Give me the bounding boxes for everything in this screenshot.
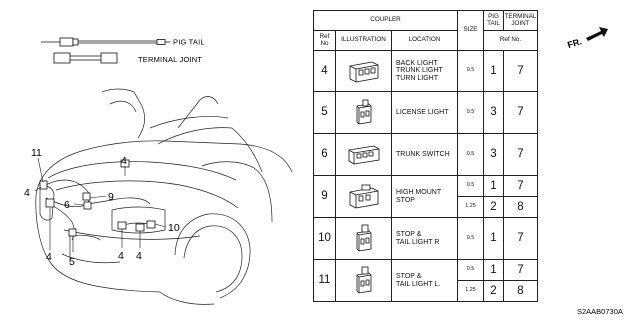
car-body-outline (35, 88, 293, 305)
pig-tail-ref: 1 (483, 50, 504, 92)
header-location: LOCATION (391, 30, 458, 51)
header-pig-tail: PIG TAIL (483, 10, 504, 31)
terminal-joint-ref: 7 (503, 175, 538, 197)
coupler-table: COUPLER SIZE PIG TAIL TERMINAL JOINT Ref… (313, 10, 538, 302)
location: BACK LIGHT TRUNK LIGHT TURN LIGHT (391, 50, 458, 92)
table-row: 6 TRUNK SWITCH 0.5 3 7 (313, 133, 538, 176)
table-row: 11 STOP & TAIL LIGHT L. 0.5 1 7 (313, 259, 538, 302)
terminal-joint-ref: 7 (503, 91, 538, 134)
table-row: 1.25 2 8 (314, 280, 538, 302)
ref-number: 11 (313, 259, 336, 302)
terminal-joint-ref: 7 (503, 217, 538, 260)
direction-label: FR. (566, 36, 583, 50)
wire-size: 0.5 (457, 217, 484, 260)
front-arrow-icon (586, 27, 608, 41)
wire-size: 0.5 (457, 259, 484, 281)
pig-tail-symbol (41, 37, 170, 47)
terminal-joint-ref: 7 (503, 50, 538, 92)
pig-tail-ref: 3 (483, 133, 504, 176)
header-coupler: COUPLER (313, 10, 458, 31)
location: LICENSE LIGHT (391, 91, 458, 134)
pig-tail-ref: 3 (483, 91, 504, 134)
table-row: 10 STOP & TAIL LIGHT R 0.5 1 7 (313, 217, 538, 260)
ref-number: 6 (313, 133, 336, 176)
coupler-illustration (335, 259, 392, 302)
pig-tail-ref: 1 (483, 217, 504, 260)
wire-size: 0.5 (457, 50, 484, 92)
header-illustration: ILLUSTRATION (335, 30, 392, 51)
table-row: 4 BACK LIGHT TRUNK LIGHT TURN LIGHT 0.5 … (313, 50, 538, 92)
pig-tail-label: PIG TAIL (173, 38, 205, 47)
pig-tail-ref: 2 (483, 280, 504, 302)
terminal-joint-label: TERMINAL JOINT (138, 55, 202, 64)
coupler-icon (356, 224, 371, 251)
wire-size: 0.5 (457, 175, 484, 197)
callout-11: 11 (31, 147, 42, 159)
wire-size: 1.25 (457, 280, 484, 302)
callout-4-lower-middle: 4 (118, 250, 124, 262)
coupler-icon (348, 145, 379, 164)
terminal-joint-ref: 8 (503, 280, 538, 302)
table-row: 9 HIGH MOUNT STOP 0.5 1 7 (313, 175, 538, 218)
coupler-icon (349, 184, 378, 208)
location: HIGH MOUNT STOP (391, 175, 458, 218)
ref-number: 9 (313, 175, 336, 218)
coupler-illustration (335, 91, 392, 134)
location: TRUNK SWITCH (391, 133, 458, 176)
callout-4-lower-right: 4 (136, 250, 142, 262)
wire-size: 0.5 (457, 133, 484, 176)
coupler-illustration (335, 133, 392, 176)
ref-number: 4 (313, 50, 336, 92)
callout-4-lower-left: 4 (46, 251, 52, 263)
coupler-illustration (335, 175, 392, 218)
coupler-icon (349, 61, 378, 83)
header-size: SIZE (457, 10, 484, 51)
leader-lines (34, 157, 167, 252)
wire-size: 1.25 (457, 196, 484, 218)
pig-tail-ref: 1 (483, 259, 504, 281)
terminal-joint-ref: 8 (503, 196, 538, 218)
coupler-illustration (335, 50, 392, 92)
table-row: 1.25 2 8 (314, 196, 538, 218)
ref-number: 5 (313, 91, 336, 134)
callout-5: 5 (69, 256, 75, 268)
ref-number: 10 (313, 217, 336, 260)
callout-4-left: 4 (24, 187, 30, 199)
location: STOP & TAIL LIGHT R (391, 217, 458, 260)
terminal-joint-symbol (53, 52, 118, 64)
header-ref: Ref No (313, 30, 336, 51)
coupler-illustration (335, 217, 392, 260)
location: STOP & TAIL LIGHT L. (391, 259, 458, 302)
connector-markers (39, 159, 156, 237)
part-code: S2AAB0730A (577, 307, 623, 316)
pig-tail-ref: 1 (483, 175, 504, 197)
pig-tail-ref: 2 (483, 196, 504, 218)
terminal-joint-ref: 7 (503, 133, 538, 176)
callout-6: 6 (64, 199, 70, 211)
coupler-icon (356, 99, 371, 124)
terminal-joint-ref: 7 (503, 259, 538, 281)
header-terminal-joint: TERMINAL JOINT (503, 10, 538, 31)
coupler-icon (356, 266, 371, 293)
table-row: 5 LICENSE LIGHT 0.5 3 7 (313, 91, 538, 134)
callout-9: 9 (108, 191, 114, 203)
callout-10: 10 (168, 222, 180, 234)
callout-4-top: 4 (121, 155, 127, 167)
wire-size: 0.5 (457, 91, 484, 134)
header-ref-no: Ref No. (483, 30, 538, 51)
